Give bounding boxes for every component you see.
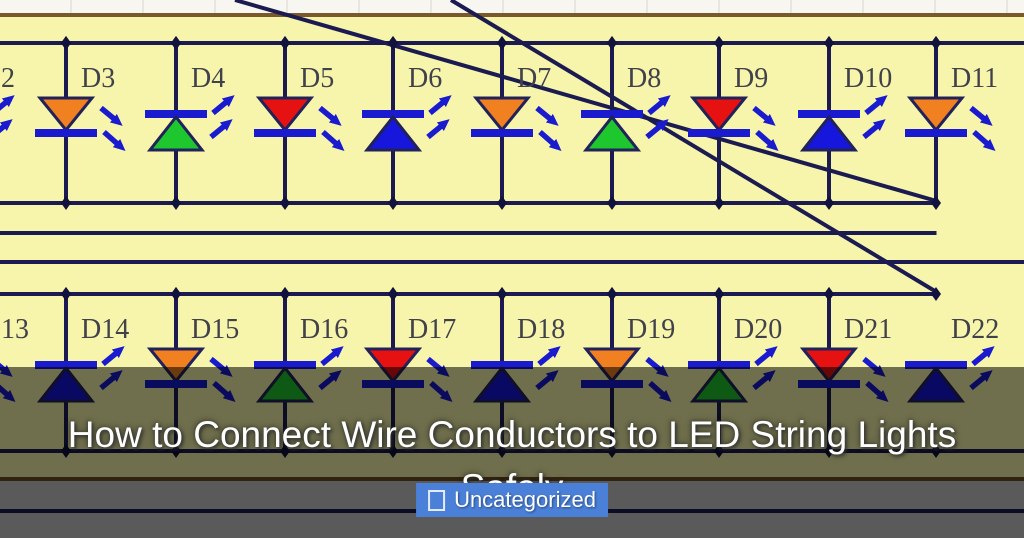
light-emission-arrow [0,119,13,134]
light-emission-arrow [0,95,15,111]
led-label-D3: D3 [81,63,115,94]
led-symbol-D3: D3 [35,63,126,151]
light-emission-arrow [535,105,559,126]
light-emission-arrow [969,105,993,126]
led-label-D10: D10 [844,63,892,94]
junction-dot [388,287,398,301]
light-emission-arrow [537,346,561,367]
junction-dot [824,36,834,50]
light-emission-arrow [972,129,996,151]
partial-led-2: 2 [0,63,15,134]
led-symbol-D10: D10 [798,63,892,152]
led-symbol-D5: D5 [254,63,345,151]
light-emission-arrow [318,105,342,126]
led-label-D18: D18 [517,314,565,345]
junction-dot [714,196,724,210]
light-emission-arrow [864,95,888,116]
junction-dot [61,287,71,301]
led-symbol-D9: D9 [688,63,779,151]
led-label-D8: D8 [627,63,661,94]
light-emission-arrow [101,346,125,367]
light-emission-arrow [862,119,886,140]
junction-dot [824,287,834,301]
led-label-D14: D14 [81,314,129,345]
light-emission-arrow [209,119,233,140]
junction-dot [714,36,724,50]
junction-dot [280,36,290,50]
wire [449,0,938,294]
led-label-D19: D19 [627,314,675,345]
junction-dot [931,287,941,301]
light-emission-arrow [99,105,123,126]
folder-placeholder-icon [428,489,446,511]
page-top-strip [0,0,1024,13]
led-label-D4: D4 [191,63,225,94]
led-label-D7: D7 [517,63,551,94]
junction-dot [607,36,617,50]
light-emission-arrow [647,95,671,116]
junction-dot [171,287,181,301]
junction-dot [171,196,181,210]
led-label-D5: D5 [300,63,334,94]
led-label-partial: 2 [1,63,15,94]
light-emission-arrow [428,95,452,116]
light-emission-arrow [755,129,779,151]
junction-dot [388,196,398,210]
light-emission-arrow [754,346,778,367]
led-label-D6: D6 [408,63,442,94]
junction-dot [280,287,290,301]
led-symbol-D8: D8 [581,63,671,152]
junction-dot [61,196,71,210]
junction-dot [171,36,181,50]
category-badge[interactable]: Uncategorized [416,483,608,517]
led-label-D9: D9 [734,63,768,94]
led-label-D21: D21 [844,314,892,345]
led-label-D22: D22 [951,314,999,345]
junction-dot [280,196,290,210]
junction-dot [497,36,507,50]
led-symbol-D6: D6 [362,63,452,152]
junction-dot [61,36,71,50]
junction-dot [824,196,834,210]
junction-dot [607,196,617,210]
led-label-D20: D20 [734,314,782,345]
led-label-D17: D17 [408,314,456,345]
schematic-top-border [0,13,1024,17]
junction-dot [607,287,617,301]
light-emission-arrow [426,119,450,140]
light-emission-arrow [321,129,345,151]
light-emission-arrow [538,129,562,151]
led-label-D16: D16 [300,314,348,345]
led-label-D15: D15 [191,314,239,345]
junction-dot [931,196,941,210]
category-badge-label: Uncategorized [454,487,596,512]
led-label-D11: D11 [951,63,998,94]
light-emission-arrow [752,105,776,126]
light-emission-arrow [971,346,995,367]
junction-dot [388,36,398,50]
junction-dot [497,287,507,301]
led-symbol-D7: D7 [471,63,562,151]
wire [234,0,938,203]
light-emission-arrow [211,95,235,116]
led-symbol-D11: D11 [905,63,998,151]
led-symbol-D4: D4 [145,63,235,152]
junction-dot [931,36,941,50]
junction-dot [497,196,507,210]
junction-dot [714,287,724,301]
light-emission-arrow [102,129,126,151]
led-label-partial: 13 [1,314,29,345]
light-emission-arrow [320,346,344,367]
light-emission-arrow [645,119,669,140]
